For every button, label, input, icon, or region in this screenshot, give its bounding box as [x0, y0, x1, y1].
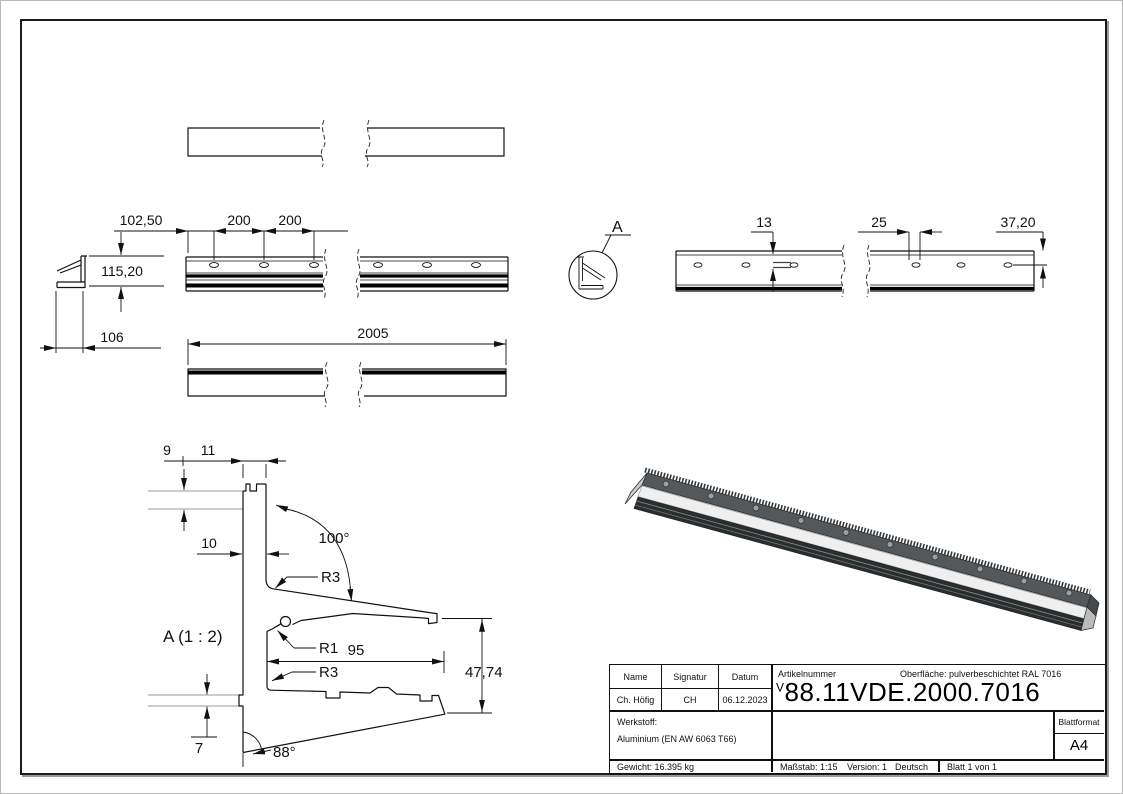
view-top-right — [675, 244, 1035, 298]
tb-massstab: Maßstab: 1:15 — [780, 762, 838, 772]
tb-blatt: Blatt 1 von 1 — [947, 762, 998, 772]
view-length: 2005 — [187, 325, 507, 408]
tb-artikelnummer-label: Artikelnummer — [778, 669, 837, 679]
tb-name-value: Ch. Höfig — [616, 695, 655, 705]
dim-11-text: 11 — [201, 442, 216, 458]
dim-115-20-text: 115,20 — [101, 263, 143, 279]
dim-2005: 2005 — [357, 325, 388, 341]
dim-25: 25 — [858, 214, 942, 260]
tb-werkstoff-label: Werkstoff: — [617, 717, 658, 727]
dim-4774-text: 47,74 — [465, 664, 503, 681]
dim-9-text: 9 — [163, 442, 171, 458]
tb-article-number: V88.11VDE.2000.7016 — [776, 677, 1041, 707]
tb-signatur-label: Signatur — [673, 671, 707, 682]
dim-200-b: 200 — [278, 212, 302, 228]
tb-sprache: Deutsch — [895, 762, 929, 772]
view-top-plain — [187, 119, 505, 168]
tb-blattformat-label: Blattformat — [1058, 717, 1100, 727]
dim-200-a: 200 — [227, 212, 251, 228]
isometric-view — [624, 467, 1100, 631]
dim-25-text: 25 — [871, 214, 887, 230]
dim-13-text: 13 — [756, 214, 772, 230]
dim-37-20: 37,20 — [996, 214, 1047, 288]
detail-ref-label: A — [612, 219, 623, 236]
tb-article-prefix: V — [776, 680, 785, 695]
detail-ref-circle: A — [568, 219, 631, 300]
dim-13: 13 — [751, 214, 776, 292]
dim-88deg-text: 88° — [273, 744, 296, 761]
dim-106-text: 106 — [100, 329, 124, 345]
dim-r1-text: R1 — [319, 640, 338, 657]
tb-version: Version: 1 — [847, 762, 888, 772]
detail-a-label: A (1 : 2) — [163, 627, 223, 646]
tb-gewicht: Gewicht: 16.395 kg — [617, 762, 695, 772]
tb-datum-value: 06.12.2023 — [722, 695, 768, 705]
dim-100deg-text: 100° — [318, 530, 349, 547]
dim-115-20: 115,20 — [89, 232, 164, 312]
dim-10-text: 10 — [201, 535, 217, 551]
drawing-frame-border — [20, 19, 1107, 775]
dim-7-text: 7 — [195, 740, 203, 757]
view-front — [185, 248, 509, 300]
dim-chain-top: 102,50 200 200 — [114, 212, 348, 260]
dim-95-text: 95 — [348, 642, 365, 659]
tb-oberflaeche: Oberfläche: pulverbeschichtet RAL 7016 — [900, 669, 1062, 679]
dim-102-50: 102,50 — [120, 212, 163, 228]
dim-r3a-text: R3 — [321, 569, 340, 586]
tb-name-label: Name — [623, 671, 648, 682]
tb-werkstoff-value: Aluminium (EN AW 6063 T66) — [617, 734, 737, 744]
detail-a-view: 9 11 10 100° R3 A (1 : 2) — [148, 442, 503, 767]
title-block: Name Signatur Datum Ch. Höfig CH 06.12.2… — [609, 664, 1106, 774]
tb-blattformat-value: A4 — [1069, 737, 1089, 754]
view-end-left — [56, 255, 87, 289]
tb-signatur-value: CH — [683, 695, 697, 705]
dim-r3b-text: R3 — [319, 664, 338, 681]
dim-37-20-text: 37,20 — [1000, 214, 1035, 230]
dim-106: 106 — [40, 291, 161, 353]
tb-datum-label: Datum — [731, 671, 759, 682]
